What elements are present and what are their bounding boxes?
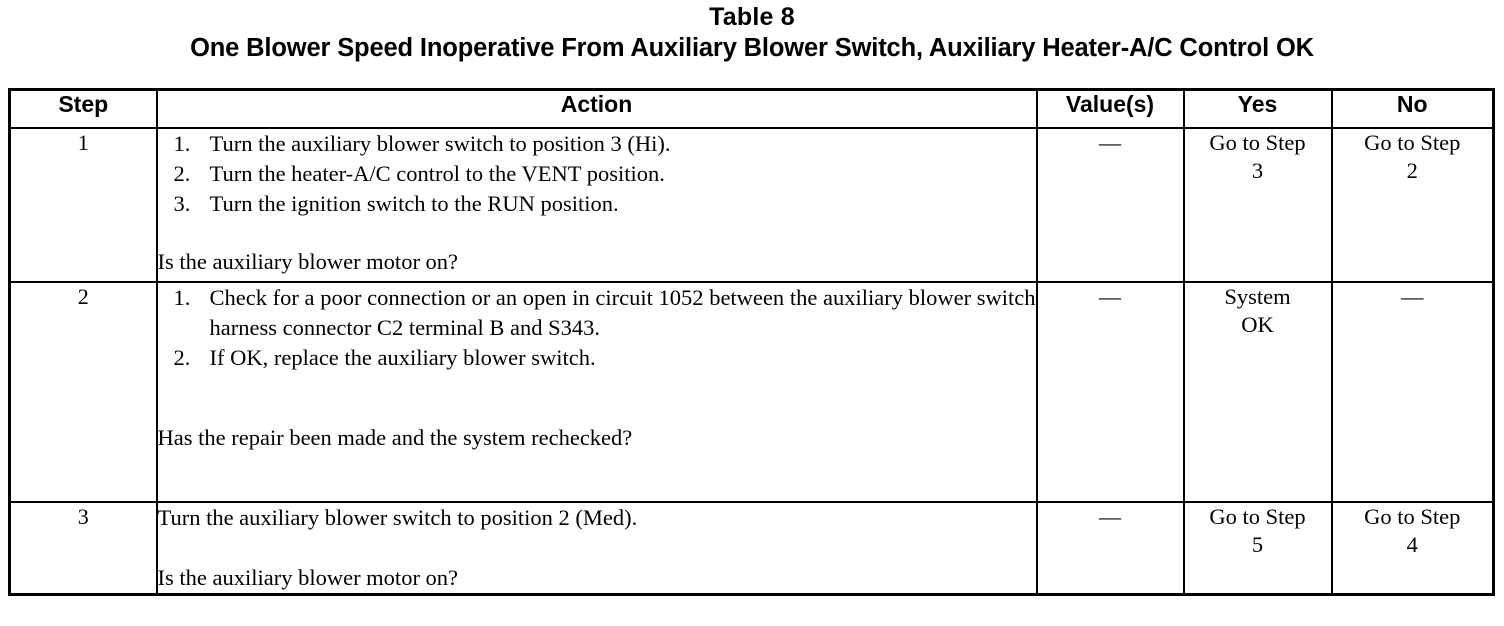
list-item-number: 1. <box>173 285 191 310</box>
no-result-cell: Go to Step 2 <box>1330 127 1495 283</box>
value-cell: — <box>1035 127 1185 283</box>
table-body: 1 1. Turn the auxiliary blower switch to… <box>8 127 1495 596</box>
table-row: 1 1. Turn the auxiliary blower switch to… <box>8 127 1495 283</box>
value-text: — <box>1099 284 1121 309</box>
list-item: 2. Turn the heater-A/C control to the VE… <box>174 159 1036 189</box>
document-title-block: Table 8 One Blower Speed Inoperative Fro… <box>0 0 1504 64</box>
step-number: 1 <box>8 127 158 283</box>
no-result-line-1: Go to Step <box>1364 130 1461 155</box>
step-number: 2 <box>8 281 158 503</box>
list-item-text: If OK, replace the auxiliary blower swit… <box>209 345 596 370</box>
yes-result-line-1: Go to Step <box>1209 130 1306 155</box>
action-step-list: 1. Turn the auxiliary blower switch to p… <box>158 129 1036 219</box>
table-row: 3 Turn the auxiliary blower switch to po… <box>8 501 1495 596</box>
action-content: 1. Check for a poor connection or an ope… <box>155 281 1038 503</box>
list-item: 1. Check for a poor connection or an ope… <box>174 283 1036 343</box>
list-item-text: Turn the auxiliary blower switch to posi… <box>209 131 671 156</box>
action-content: Turn the auxiliary blower switch to posi… <box>155 501 1038 596</box>
list-item-number: 3. <box>173 191 191 216</box>
no-result-line-2: 2 <box>1406 158 1418 183</box>
no-result-line-1: Go to Step <box>1364 504 1461 529</box>
yes-result-line-1: Go to Step <box>1209 504 1306 529</box>
list-item: 2. If OK, replace the auxiliary blower s… <box>174 343 1036 373</box>
column-header-action: Action <box>155 88 1038 129</box>
yes-result-line-2: 3 <box>1251 158 1264 183</box>
yes-result-cell: System OK <box>1182 281 1333 503</box>
list-item-number: 2. <box>173 345 191 370</box>
table-header-row: Step Action Value(s) Yes No <box>8 88 1495 129</box>
table-row: 2 1. Check for a poor connection or an o… <box>8 281 1495 503</box>
column-header-no: No <box>1330 88 1495 129</box>
column-header-value: Value(s) <box>1035 88 1185 129</box>
value-cell: — <box>1035 281 1185 503</box>
list-item: 1. Turn the auxiliary blower switch to p… <box>174 129 1036 159</box>
table-number-heading: Table 8 <box>709 3 795 31</box>
action-question: Has the repair been made and the system … <box>157 425 633 450</box>
step-number: 3 <box>8 501 158 596</box>
list-item-number: 1. <box>173 131 191 156</box>
action-question: Is the auxiliary blower motor on? <box>157 565 459 590</box>
action-step-list: 1. Check for a poor connection or an ope… <box>158 283 1036 373</box>
diagnostic-table: Step Action Value(s) Yes No 1 1. Tu <box>8 88 1495 596</box>
yes-result-cell: Go to Step 5 <box>1182 501 1333 596</box>
yes-result-line-2: OK <box>1241 312 1274 337</box>
action-content: 1. Turn the auxiliary blower switch to p… <box>155 127 1038 283</box>
yes-result-line-2: 5 <box>1251 532 1264 557</box>
list-item-text: Turn the heater-A/C control to the VENT … <box>209 161 665 186</box>
table-title-heading: One Blower Speed Inoperative From Auxili… <box>190 34 1314 62</box>
yes-result-cell: Go to Step 3 <box>1182 127 1333 283</box>
list-item-text: Turn the ignition switch to the RUN posi… <box>209 191 619 216</box>
no-result-line-1: — <box>1401 284 1424 309</box>
value-text: — <box>1099 130 1121 155</box>
yes-result-line-1: System <box>1224 284 1291 309</box>
value-cell: — <box>1035 501 1185 596</box>
no-result-cell: Go to Step 4 <box>1330 501 1495 596</box>
table-header: Step Action Value(s) Yes No <box>8 88 1495 129</box>
no-result-line-2: 4 <box>1406 532 1418 557</box>
list-item-number: 2. <box>173 161 191 186</box>
list-item: 3. Turn the ignition switch to the RUN p… <box>174 189 1036 219</box>
no-result-cell: — <box>1330 281 1495 503</box>
diagnostic-table-wrapper: Step Action Value(s) Yes No 1 1. Tu <box>8 88 1495 596</box>
action-question: Is the auxiliary blower motor on? <box>157 249 459 274</box>
action-instruction: Turn the auxiliary blower switch to posi… <box>157 505 638 530</box>
list-item-text: Check for a poor connection or an open i… <box>209 285 1036 340</box>
column-header-yes: Yes <box>1182 88 1333 129</box>
value-text: — <box>1099 504 1121 529</box>
column-header-step: Step <box>8 88 158 129</box>
